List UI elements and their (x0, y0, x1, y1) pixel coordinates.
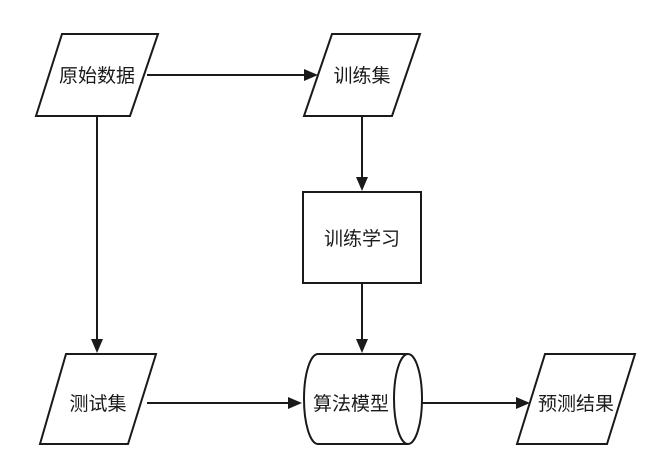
edge-train-learn-to-algo-model (356, 283, 368, 353)
edge-train-set-to-train-learn (356, 116, 368, 191)
node-algo-model: 算法模型 (303, 353, 423, 445)
train-learn-label: 训练学习 (324, 228, 400, 250)
predict-result-label: 预测结果 (538, 393, 614, 415)
edge-algo-model-to-predict-result (422, 397, 530, 409)
raw-data-label: 原始数据 (59, 65, 135, 87)
edge-raw-data-to-train-set (147, 69, 318, 81)
train-set-label: 训练集 (333, 65, 390, 87)
edge-test-set-to-algo-model (147, 397, 302, 409)
node-train-learn: 训练学习 (302, 191, 422, 284)
test-set-parallelogram (38, 353, 158, 445)
algo-model-cylinder-edge (393, 353, 409, 445)
predict-result-parallelogram (515, 353, 637, 445)
node-train-set: 训练集 (302, 33, 422, 117)
node-predict-result: 预测结果 (515, 353, 637, 445)
edge-raw-data-to-test-set (91, 116, 103, 353)
test-set-label: 测试集 (69, 393, 126, 415)
node-raw-data: 原始数据 (34, 33, 160, 117)
node-test-set: 测试集 (38, 353, 158, 445)
train-set-parallelogram (302, 33, 422, 117)
raw-data-parallelogram (34, 33, 160, 117)
algo-model-label: 算法模型 (313, 393, 389, 415)
train-learn-rectangle (302, 191, 422, 284)
